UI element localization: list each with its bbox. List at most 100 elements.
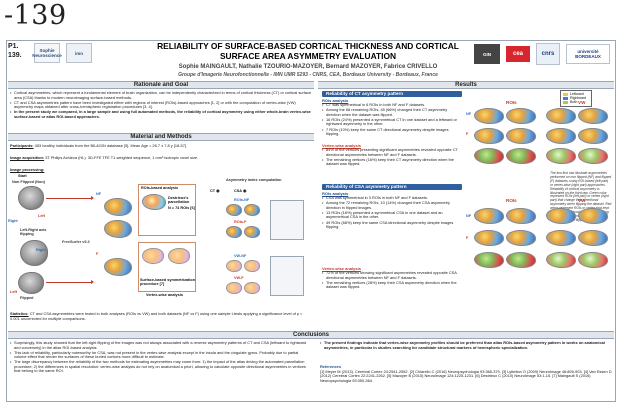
res-ct-rois-nf-2	[506, 108, 536, 124]
logo-bordeaux: université BORDEAUX	[566, 44, 610, 64]
csa-vw-bullet: The remaining vertices (28%) keep their …	[322, 280, 462, 290]
legend-rightward-label: Rightward	[570, 96, 587, 101]
vw-nf-brain-1	[226, 260, 242, 272]
res-csa-rois-f-1	[474, 230, 504, 246]
csa-rois-bullet: 13 ROIs (18%) presented a symmetrical CS…	[322, 210, 462, 220]
conclusion-bullet: The large discrepancy between the reliab…	[10, 360, 310, 374]
results-ct-head: Reliability of CT asymmetry pattern	[322, 91, 462, 97]
res-ct-vw-nf-2	[578, 108, 608, 124]
csa-rois-bullet: Among the 72 remaining ROIs, 10 (14%) ch…	[322, 200, 462, 210]
results-csa-rois-label: ROIs analysis	[322, 191, 349, 196]
res-ct-rois-f-2	[506, 128, 536, 144]
ct-rois-bullet: Among the 68 remaining ROIs, 45 (66%) ch…	[322, 107, 462, 117]
fig-left-top: Left	[38, 214, 45, 218]
results-ct-rois-label: ROIs analysis	[322, 98, 349, 103]
conclusion-bullet: This lack of reliability, particularly n…	[10, 350, 310, 360]
fig-destrieux: Destrieux's parcellation	[168, 196, 190, 204]
conclusion-main: The present findings indicate that verte…	[320, 340, 612, 350]
results-csa-head: Reliability of CSA asymmetry pattern	[322, 184, 462, 190]
conclusions-left: Surprisingly, this study showed that the…	[10, 340, 310, 375]
res-ct-vw-rel-1	[546, 148, 576, 164]
vw-table-thumb	[270, 256, 304, 296]
ct-vw-bullet: 84% of the vertices presenting significa…	[322, 147, 462, 157]
references-text: [1] Meyer M (2013). Cerebral Cortex 24:2…	[320, 368, 612, 383]
results-nf-csa: NF	[466, 214, 472, 218]
statistics-text: CT and CSA asymmetries were tested in bo…	[10, 311, 303, 321]
res-ct-vw-f-1	[546, 128, 576, 144]
results-f-ct: F	[466, 132, 469, 136]
logo-cea: cea	[506, 46, 530, 62]
rois-nf-brain-2	[244, 204, 260, 216]
rois-nf-brain-1	[226, 204, 242, 216]
conclusions-right: The present findings indicate that verte…	[320, 340, 612, 351]
results-legend: Leftward Rightward Both	[560, 90, 592, 107]
fig-ct: CT	[210, 189, 216, 193]
conclusion-bullet: Surprisingly, this study showed that the…	[10, 340, 310, 350]
results-col-rois: ROIs	[506, 100, 517, 105]
res-ct-rois-nf-1	[474, 108, 504, 124]
sym-surface-right	[168, 248, 190, 264]
poster-id-line-2: 139.	[8, 52, 22, 59]
ct-rois-bullet: CT was symmetrical in 6 ROIs in both NF …	[322, 102, 462, 108]
cortex-nf-right	[104, 220, 132, 238]
references-block: References [1] Meyer M (2013). Cerebral …	[320, 364, 612, 383]
statistics-label: Statistics:	[10, 311, 29, 316]
vw-f-brain-2	[244, 282, 260, 294]
results-csa-vw-label: Vertex-wise analysis	[322, 266, 361, 271]
results-figure: Leftward Rightward Both ROIs VW NF F The…	[466, 90, 614, 328]
fig-rois-analysis: ROIs-based analysis	[141, 186, 179, 190]
legend-both-label: Both	[570, 100, 578, 105]
rois-frame	[138, 184, 196, 236]
rois-table-thumb	[270, 200, 304, 240]
poster-id: P1. 139.	[8, 42, 30, 60]
res-ct-rois-rel-2	[506, 148, 536, 164]
legend-leftward: Leftward	[563, 92, 589, 96]
res-csa-vw-rel-1	[546, 252, 576, 268]
acquisition-label: Image acquisition:	[10, 155, 45, 160]
section-results: Results	[318, 81, 614, 89]
fig-lr-flip: Left-Right axis flipping	[20, 228, 47, 236]
fig-csa-label: CSA ◉	[234, 189, 247, 193]
res-csa-vw-nf-2	[578, 208, 608, 224]
res-csa-vw-f-2	[578, 230, 608, 246]
fig-ct-label: CT ◉	[210, 189, 220, 193]
logo-imn: imn	[66, 43, 92, 63]
fig-asym-title: Asymmetry index computation	[226, 178, 282, 182]
results-col-rois-2: ROIs	[506, 198, 517, 203]
legend-rightward: Rightward	[563, 96, 589, 100]
references-label: References	[320, 364, 341, 369]
methods-statistics: Statistics: CT and CSA asymmetries were …	[10, 311, 312, 321]
results-col-vw: VW	[578, 100, 586, 105]
acquisition-text: 3T Philips Achieva (HL). 3D-FFE TFE T1-w…	[45, 155, 199, 160]
legend-swatch-rightward	[563, 96, 568, 100]
rationale-bullet: CT and CSA asymmetries pattern have been…	[10, 100, 312, 110]
fig-start: Start	[18, 174, 27, 178]
res-csa-vw-rel-2	[578, 252, 608, 268]
poster-frame	[6, 40, 616, 402]
fig-nf-top: NF	[96, 192, 102, 196]
csa-vw-bullet: 72% of the vertices showing significant …	[322, 270, 462, 280]
res-csa-vw-nf-1	[546, 208, 576, 224]
fig-n-rois: N = 74 ROIs [6]	[168, 206, 195, 210]
brain-flipped-image	[20, 240, 48, 266]
fig-freesurfer: FreeSurfer v5.3	[62, 240, 90, 244]
methods-processing: Image processing:	[10, 167, 90, 173]
ct-rois-bullet: 16 ROIs (24%) presented a symmetrical CT…	[322, 117, 462, 127]
csa-rois-bullet: 49 ROIs (68%) keep the same CSA directio…	[322, 220, 462, 230]
fig-csa: CSA	[234, 189, 242, 193]
processing-label: Image processing:	[10, 167, 45, 172]
sym-surface-left	[142, 248, 164, 264]
methods-acquisition: Image acquisition: 3T Philips Achieva (H…	[10, 155, 312, 161]
legend-leftward-label: Leftward	[570, 92, 584, 96]
section-rationale: Rationale and Goal	[8, 81, 314, 89]
res-ct-vw-f-2	[578, 128, 608, 144]
fig-vw-analysis: Vertex-wise analysis	[146, 293, 183, 297]
res-ct-vw-nf-1	[546, 108, 576, 124]
res-csa-rois-nf-2	[506, 208, 536, 224]
arrow-f	[46, 280, 94, 284]
fig-sym-proc: Surface-based symmetrization procedure […	[140, 278, 196, 286]
poster-id-line-1: P1.	[8, 43, 19, 50]
rois-f-brain-1	[226, 226, 242, 238]
participants-label: Participants:	[10, 143, 34, 148]
results-ct-rois: CT was symmetrical in 6 ROIs in both NF …	[322, 102, 462, 137]
